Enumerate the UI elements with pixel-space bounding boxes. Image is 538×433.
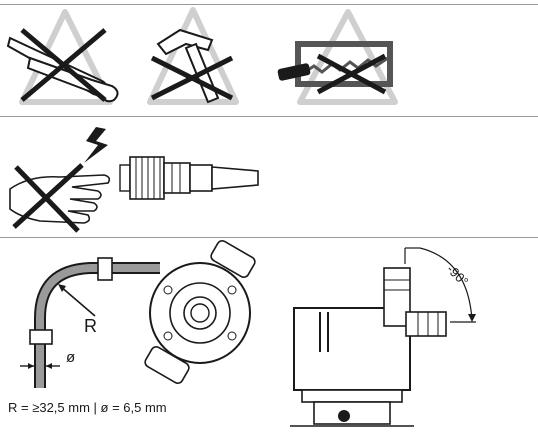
- encoder-front-view: [144, 240, 256, 384]
- electrostatic-row: [9, 127, 259, 233]
- bend-radius-label: R: [84, 316, 97, 336]
- divider-1: [0, 116, 538, 117]
- no-saw-warning-icon: [277, 9, 398, 105]
- no-clamping-tools-warning-icon: [6, 9, 119, 105]
- top-divider: [0, 4, 538, 5]
- rotation-angle-label: -90°: [444, 262, 472, 290]
- divider-2: [0, 237, 538, 238]
- diameter-label: ø: [66, 349, 75, 366]
- prohibition-row: [6, 7, 398, 105]
- no-hammer-warning-icon: [147, 7, 239, 105]
- connector-rotation-diagram: -90°: [290, 247, 476, 427]
- connector-illustration: [119, 156, 259, 200]
- no-touch-electrostatic-icon: [9, 127, 111, 233]
- cable-specification-caption: R = ≥32,5 mm | ø = 6,5 mm: [8, 400, 167, 415]
- cable-bend-radius-diagram: R ø: [20, 240, 256, 388]
